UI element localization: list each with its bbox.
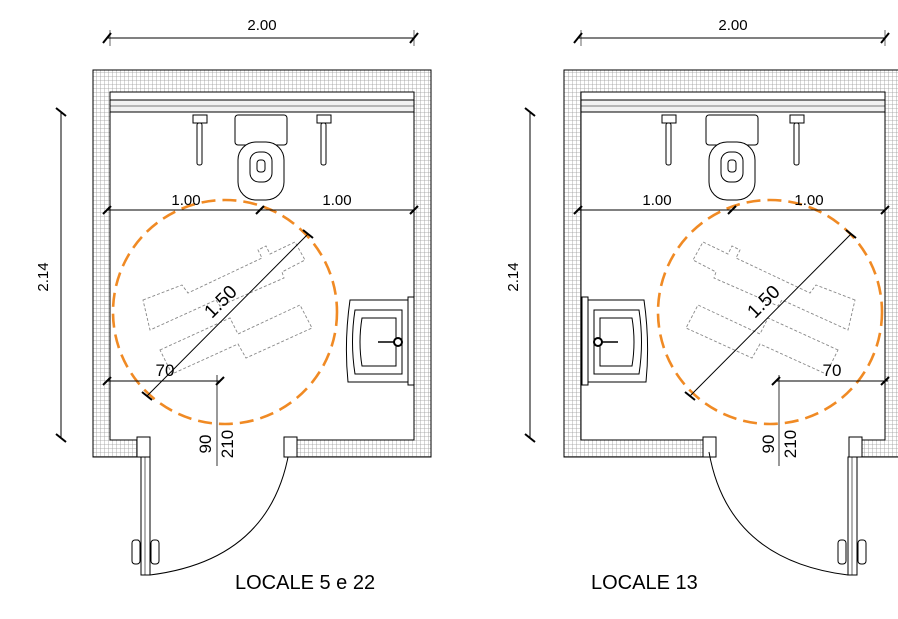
label-clearance: 70 <box>156 361 175 380</box>
label-small: 90 <box>759 435 778 454</box>
diameter-line <box>684 229 857 401</box>
caption-locale-5-22: LOCALE 5 e 22 <box>235 572 376 594</box>
label-small: 90 <box>196 435 215 454</box>
turning-circle <box>111 198 339 426</box>
label-large: 210 <box>781 430 800 458</box>
dim-height <box>524 107 536 443</box>
plan-locale-13: 2.00 2.14 1.00 1.00 1.50 70 90 210 <box>505 17 898 576</box>
label-height: 2.14 <box>505 262 522 291</box>
dim-clearance <box>771 375 890 466</box>
label-width: 2.00 <box>247 17 276 34</box>
dim-clearance <box>102 375 225 466</box>
plan-locale-5-22: 2.00 2.14 1.00 1.00 1.50 70 90 210 <box>35 17 432 576</box>
dim-halves <box>573 205 890 215</box>
label-width: 2.00 <box>718 17 747 34</box>
caption-locale-13: LOCALE 13 <box>591 572 698 594</box>
turning-circle <box>656 198 884 426</box>
diameter-line <box>141 229 314 401</box>
dim-halves <box>102 205 419 215</box>
grab-bars <box>192 114 332 166</box>
toilet <box>234 114 288 201</box>
grab-bars <box>661 114 805 166</box>
top-shelf <box>109 99 415 113</box>
door <box>702 436 867 576</box>
label-height: 2.14 <box>35 262 52 291</box>
dim-width <box>102 30 419 46</box>
label-right-half: 1.00 <box>794 192 823 209</box>
toilet <box>705 114 759 201</box>
label-left-half: 1.00 <box>642 192 671 209</box>
washbasin <box>345 296 415 386</box>
label-clearance: 70 <box>823 361 842 380</box>
label-right-half: 1.00 <box>322 192 351 209</box>
washbasin <box>581 296 649 386</box>
dim-height <box>55 107 67 443</box>
wheelchair-outline <box>142 241 313 375</box>
top-shelf <box>580 99 886 113</box>
label-large: 210 <box>218 430 237 458</box>
wheelchair-outline <box>685 241 856 375</box>
door <box>131 436 298 576</box>
label-left-half: 1.00 <box>171 192 200 209</box>
dim-width <box>573 30 890 46</box>
